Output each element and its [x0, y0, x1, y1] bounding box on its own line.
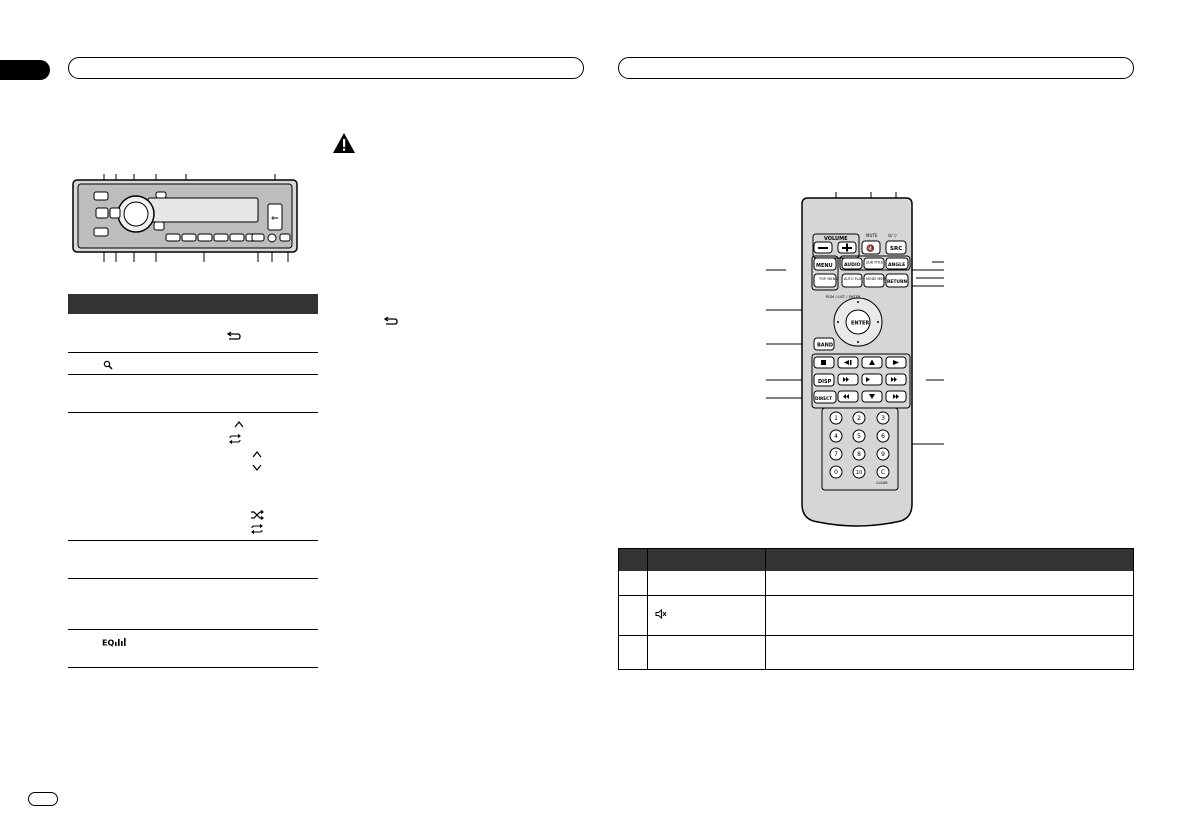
left-table-rule [68, 578, 318, 579]
remote-mute-label: MUTE [866, 233, 878, 238]
right-table-row-divider [619, 635, 1133, 636]
left-table-header [68, 294, 318, 314]
repeat-icon [251, 524, 263, 534]
caret-up-icon [234, 421, 244, 428]
left-table-rule [68, 629, 318, 630]
remote-key-2: 2 [857, 415, 861, 422]
return-arrow-icon [226, 331, 241, 340]
remote-key-7: 7 [834, 451, 838, 458]
remote-key-8: 8 [857, 451, 861, 458]
remote-key-10: 10 [856, 470, 862, 476]
search-icon [103, 360, 113, 370]
left-table-rule [68, 352, 318, 353]
mute-speaker-icon [655, 609, 667, 619]
remote-key-5: 5 [857, 433, 861, 440]
caret-up-icon [252, 451, 262, 458]
remote-key-9: 9 [881, 451, 885, 458]
head-unit-illustration: ⇐ [72, 174, 298, 262]
left-table-rule [68, 374, 318, 375]
shuffle-icon [251, 510, 264, 520]
remote-subtitle-button: SUB TITLE [866, 261, 883, 265]
remote-key-1: 1 [834, 415, 838, 422]
right-header-bar [618, 57, 1134, 79]
remote-volume-label: VOLUME [824, 236, 848, 242]
right-table-row-divider [619, 595, 1133, 596]
remote-enter-button: ENTER [851, 321, 869, 327]
remote-enter-caption: PGM / LIST / ENTER [826, 295, 861, 299]
right-table-header [619, 549, 1133, 571]
remote-auto-play-button: AUTO PLAY [844, 277, 864, 281]
eq-icon: EQ [102, 638, 126, 648]
right-table [618, 548, 1134, 670]
left-table-rule [68, 667, 318, 668]
remote-disp-button: DISP [818, 379, 832, 385]
left-header-bar [68, 57, 584, 79]
remote-key-6: 6 [881, 433, 885, 440]
svg-text:⇐: ⇐ [271, 214, 279, 224]
remote-band-button: BAND [817, 343, 833, 349]
remote-key-4: 4 [834, 433, 838, 440]
remote-menu-button: MENU [816, 263, 833, 269]
chapter-tab [0, 60, 50, 80]
left-table-rule [68, 412, 318, 413]
remote-src-button: SRC [890, 246, 902, 252]
remote-key-0: 0 [834, 469, 838, 476]
right-table-col-divider [647, 549, 648, 669]
remote-mode-menu-button: MODE MENU [866, 277, 888, 281]
caret-down-icon [252, 464, 262, 471]
remote-control-illustration: VOLUME MUTE 🔇 ⏻/ ▽ SRC MENU TOP MENU AUD… [766, 192, 944, 527]
remote-angle-button: ANGLE [888, 262, 905, 268]
return-arrow-icon [383, 316, 398, 325]
remote-return-button: RETURN [887, 279, 907, 285]
page-number-badge [28, 792, 58, 806]
remote-key-clear: C [881, 469, 885, 476]
warning-triangle-icon [333, 133, 355, 153]
svg-text:EQ: EQ [102, 639, 114, 648]
remote-src-top-label: ⏻/ ▽ [888, 233, 898, 238]
remote-top-menu-button: TOP MENU [818, 277, 838, 281]
remote-audio-button: AUDIO [844, 262, 861, 268]
remote-direct-button: DIRECT [815, 396, 832, 401]
remote-clear-caption: CLEAR [876, 481, 888, 485]
remote-key-3: 3 [881, 415, 885, 422]
left-table-rule [68, 540, 318, 541]
repeat-icon [229, 434, 241, 444]
svg-text:🔇: 🔇 [866, 244, 875, 253]
right-table-col-divider [765, 549, 766, 669]
